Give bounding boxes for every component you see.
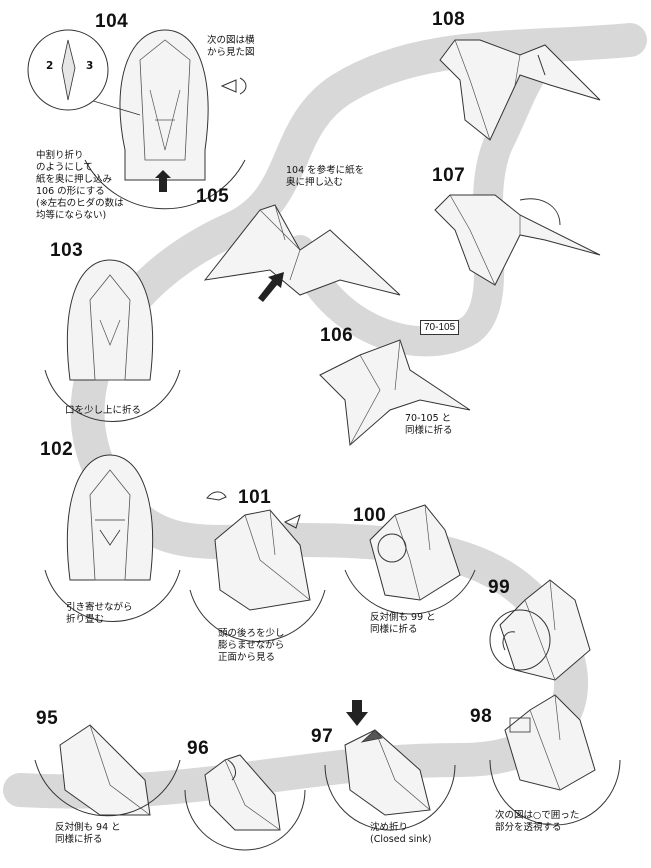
side-view-eye-icon bbox=[220, 77, 247, 95]
step-107-model bbox=[434, 194, 601, 286]
step-104-model bbox=[84, 29, 246, 210]
step-98-model bbox=[489, 694, 621, 826]
step-103-model bbox=[44, 259, 181, 422]
step-108-model bbox=[439, 39, 601, 141]
note-100: 反対側も 99 と 同様に折る bbox=[370, 612, 436, 635]
step-number-107: 107 bbox=[432, 165, 466, 186]
step-number-95: 95 bbox=[36, 708, 59, 729]
note-105: 104 を参考に紙を 奥に押し込む bbox=[286, 165, 365, 188]
note-104-inside-reverse: 中割り折り のようにして 紙を奥に押し込み 106 の形にする (※左右のヒダの… bbox=[36, 150, 124, 221]
note-101: 頭の後ろを少し 膨らませながら 正面から見る bbox=[218, 628, 285, 663]
step-number-108: 108 bbox=[432, 9, 466, 30]
note-102: 引き寄せながら 折り畳む bbox=[66, 602, 133, 625]
inset-label-right: 3 bbox=[86, 60, 94, 72]
step-101-model bbox=[189, 491, 326, 642]
note-104-side-view: 次の図は横 から見た図 bbox=[207, 35, 255, 58]
step-106-model bbox=[319, 339, 471, 447]
step-102-model bbox=[44, 454, 181, 622]
step-97-model bbox=[324, 700, 456, 831]
note-98: 次の図は○で囲った 部分を透視する bbox=[495, 810, 580, 833]
step-number-106: 106 bbox=[320, 325, 354, 346]
step-number-105: 105 bbox=[196, 186, 230, 207]
step-99-model bbox=[489, 579, 591, 681]
note-103: 口を少し上に折る bbox=[65, 405, 142, 416]
ref-box-70-105: 70-105 bbox=[420, 320, 460, 335]
step-number-97: 97 bbox=[311, 726, 334, 747]
step-96-model bbox=[184, 754, 306, 851]
step-number-104: 104 bbox=[95, 11, 129, 32]
step-number-100: 100 bbox=[353, 505, 387, 526]
step-105-model bbox=[203, 204, 401, 302]
step-number-98: 98 bbox=[470, 706, 493, 727]
step-number-96: 96 bbox=[187, 738, 210, 759]
step-number-102: 102 bbox=[40, 439, 74, 460]
step-number-103: 103 bbox=[50, 240, 84, 261]
step-number-101: 101 bbox=[238, 487, 272, 508]
inset-label-left: 2 bbox=[46, 60, 54, 72]
step-95-model bbox=[34, 724, 181, 817]
note-106: 70-105 と 同様に折る bbox=[405, 413, 453, 436]
flow-path-branch bbox=[285, 45, 555, 357]
step-104-detail-inset bbox=[27, 29, 109, 111]
step-number-99: 99 bbox=[488, 577, 511, 598]
note-97: 沈め折り (Closed sink) bbox=[370, 822, 432, 845]
step-100-model bbox=[344, 504, 476, 615]
note-95: 反対側も 94 と 同様に折る bbox=[55, 822, 121, 845]
flow-path bbox=[3, 23, 647, 809]
